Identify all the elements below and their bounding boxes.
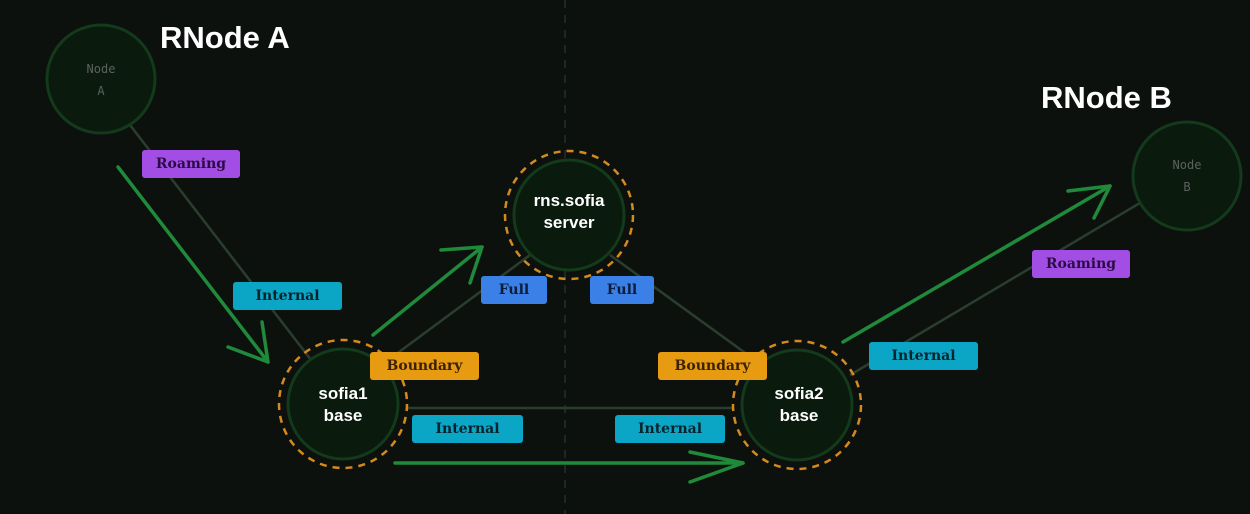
boundary-badge-right: Boundary [658,352,767,380]
rnode-b-title: RNode B [1041,80,1172,115]
node-b-label: Node B [1172,158,1202,194]
rnode-a-title: RNode A [160,20,290,55]
roaming-badge-a: Roaming [142,150,240,178]
internal-badge-b: Internal [869,342,978,370]
link-sofia1-server [394,253,531,357]
internal-badge-bottom-right: Internal [615,415,725,443]
server-node-label: rns.sofia server [533,191,605,232]
internal-badge-bottom-left: Internal [412,415,523,443]
flow-arrow-node-a-to-sofia1 [116,165,270,364]
full-badge-right: Full [590,276,654,304]
roaming-badge-b: Roaming [1032,250,1130,278]
sofia2-node-label: sofia2 base [774,384,824,425]
full-badge-left: Full [481,276,547,304]
flow-arrow-sofia1-to-sofia2 [393,450,745,484]
node-b-circle [1131,120,1243,232]
link-server-sofia2 [609,253,756,362]
sofia1-node-label: sofia1 base [318,384,368,425]
flow-arrow-sofia2-to-node-b [841,184,1112,344]
server-node-circle [503,149,635,281]
node-a-circle [45,23,157,135]
flow-arrow-sofia1-to-server [371,245,484,337]
internal-badge-a: Internal [233,282,342,310]
node-a-label: Node A [86,62,116,98]
sofia2-node-circle [731,339,863,471]
boundary-badge-left: Boundary [370,352,479,380]
